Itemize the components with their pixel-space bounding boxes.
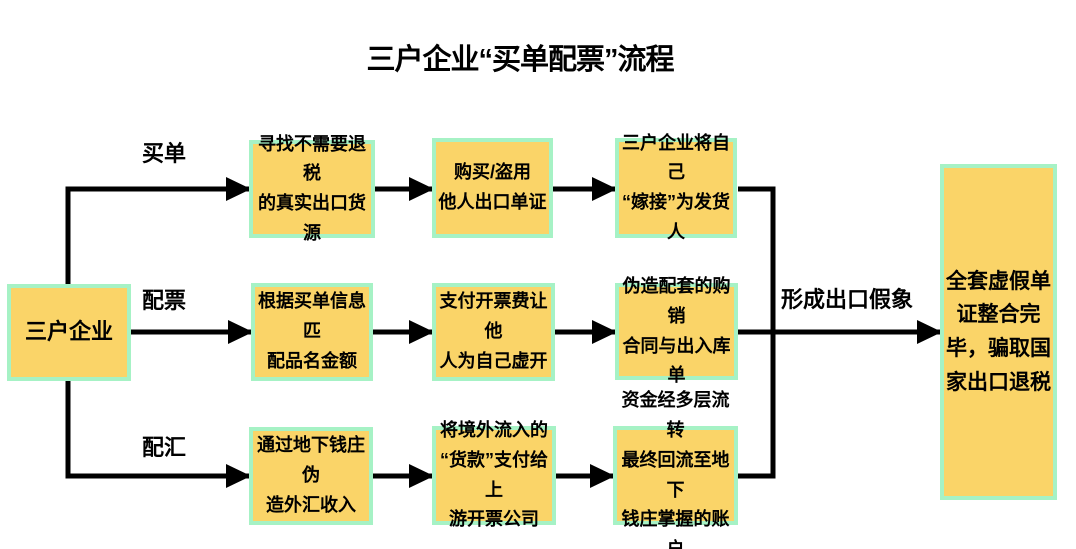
node-match-forex-1: 通过地下钱庄伪造外汇收入: [249, 427, 373, 525]
node-match-forex-2: 将境外流入的“货款”支付给上游开票公司: [432, 420, 556, 529]
node-start: 三户企业: [7, 284, 131, 381]
node-buy-order-2: 购买/盗用他人出口单证: [432, 138, 553, 238]
arrow-branch-buy-order: [65, 177, 251, 286]
merge-label: 形成出口假象: [781, 287, 914, 312]
branch-label-match-invoice: 配票: [142, 288, 187, 313]
node-match-invoice-1: 根据买单信息匹配品名金额: [251, 283, 373, 381]
node-buy-order-3: 三户企业将自己“嫁接”为发货人: [615, 133, 737, 242]
node-match-invoice-3: 伪造配套的购销合同与出入库单: [615, 276, 738, 385]
node-result: 全套虚假单证整合完毕，骗取国家出口退税: [940, 164, 1057, 500]
node-match-forex-3: 资金经多层流转最终回流至地下钱庄掌握的账户: [613, 390, 738, 549]
branch-label-buy-order: 买单: [142, 141, 187, 166]
node-match-invoice-2: 支付开票费让他人为自己虚开: [432, 283, 555, 381]
diagram-title: 三户企业“买单配票”流程: [366, 44, 674, 76]
branch-label-match-forex: 配汇: [142, 435, 187, 460]
merge-connector-line: [738, 186, 776, 479]
node-buy-order-1: 寻找不需要退税的真实出口货源: [249, 134, 375, 243]
